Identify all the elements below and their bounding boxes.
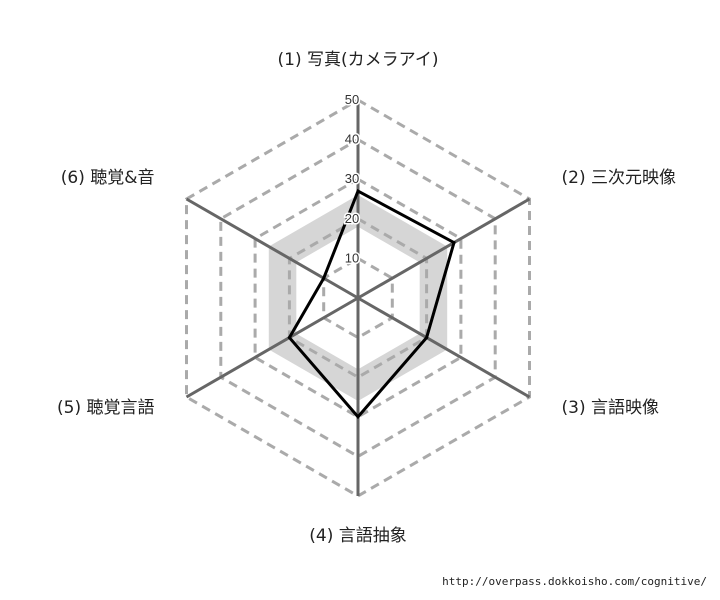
tick-label-40: 40 [345,132,359,147]
reference-band [268,195,448,401]
axis-label-1: (1) 写真(カメラアイ) [278,50,439,70]
axis-spoke-2 [357,197,531,300]
series-point-4 [356,415,360,419]
axis-label-6: (6) 聴覚&音 [61,168,155,188]
axis-spoke-5 [185,296,359,399]
source-url: http://overpass.dokkoisho.com/cognitive/ [442,575,707,588]
axis-label-4: (4) 言語抽象 [309,526,406,546]
axis-labels: (1) 写真(カメラアイ) (2) 三次元映像 (3) 言語映像 (4) 言語抽象 (5… [57,50,676,546]
series-point-1 [356,189,360,193]
series-point-3 [425,336,429,340]
series-point-2 [452,241,456,245]
reference-band-ring [268,195,448,401]
series-point-5 [287,336,291,340]
axis-spoke-6 [185,197,359,300]
axis-lines [185,100,531,496]
series-layer [287,188,456,420]
tick-labels: 10 20 30 40 50 [343,91,360,267]
axis-label-5: (5) 聴覚言語 [57,398,154,418]
axis-spoke-3 [357,296,531,399]
tick-label-10: 10 [345,250,359,265]
axis-label-3: (3) 言語映像 [562,398,659,418]
axis-label-2: (2) 三次元映像 [562,168,676,188]
tick-label-30: 30 [345,171,359,186]
tick-label-50: 50 [345,92,359,107]
tick-label-20: 20 [345,211,359,226]
series-point-6 [322,276,326,280]
